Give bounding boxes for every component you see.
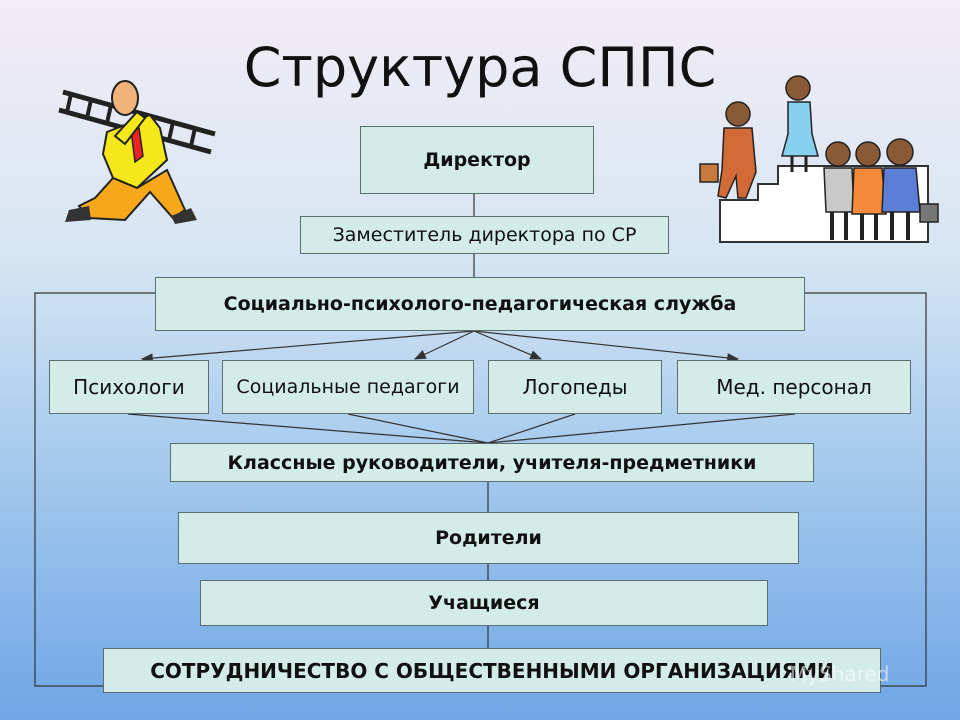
line-speech-teachers bbox=[487, 413, 576, 444]
specialist-box-speech-therapists: Логопеды bbox=[488, 360, 662, 414]
line-psychologists-teachers bbox=[127, 413, 489, 444]
line-social-teachers bbox=[347, 413, 489, 444]
director-box: Директор bbox=[360, 126, 594, 194]
arrow-to-social-pedagogues bbox=[413, 330, 475, 360]
parents-box: Родители bbox=[178, 512, 799, 564]
line-left-frame bbox=[34, 292, 155, 687]
students-box: Учащиеся bbox=[200, 580, 768, 626]
man-with-ladder-icon bbox=[58, 80, 216, 224]
line-right-frame bbox=[805, 292, 927, 687]
business-people-on-stairs-icon bbox=[699, 75, 939, 243]
arrow-to-psychologists bbox=[140, 330, 475, 363]
watermark: MyShared bbox=[790, 662, 890, 686]
deputy-box: Заместитель директора по СР bbox=[300, 216, 669, 254]
cooperation-box: СОТРУДНИЧЕСТВО С ОБЩЕСТВЕННЫМИ ОРГАНИЗАЦ… bbox=[103, 648, 881, 693]
line-medical-teachers bbox=[487, 413, 796, 444]
specialist-box-psychologists: Психологи bbox=[49, 360, 209, 414]
arrow-to-speech-therapists bbox=[473, 330, 543, 360]
teachers-box: Классные руководители, учителя-предметни… bbox=[170, 443, 814, 482]
slide-title: Структура СППС bbox=[243, 36, 717, 99]
specialist-box-medical-staff: Мед. персонал bbox=[677, 360, 911, 414]
arrow-to-medical-staff bbox=[473, 330, 740, 363]
service-box: Социально-психолого-педагогическая служб… bbox=[155, 277, 805, 331]
specialist-box-social-pedagogues: Социальные педагоги bbox=[222, 360, 474, 414]
